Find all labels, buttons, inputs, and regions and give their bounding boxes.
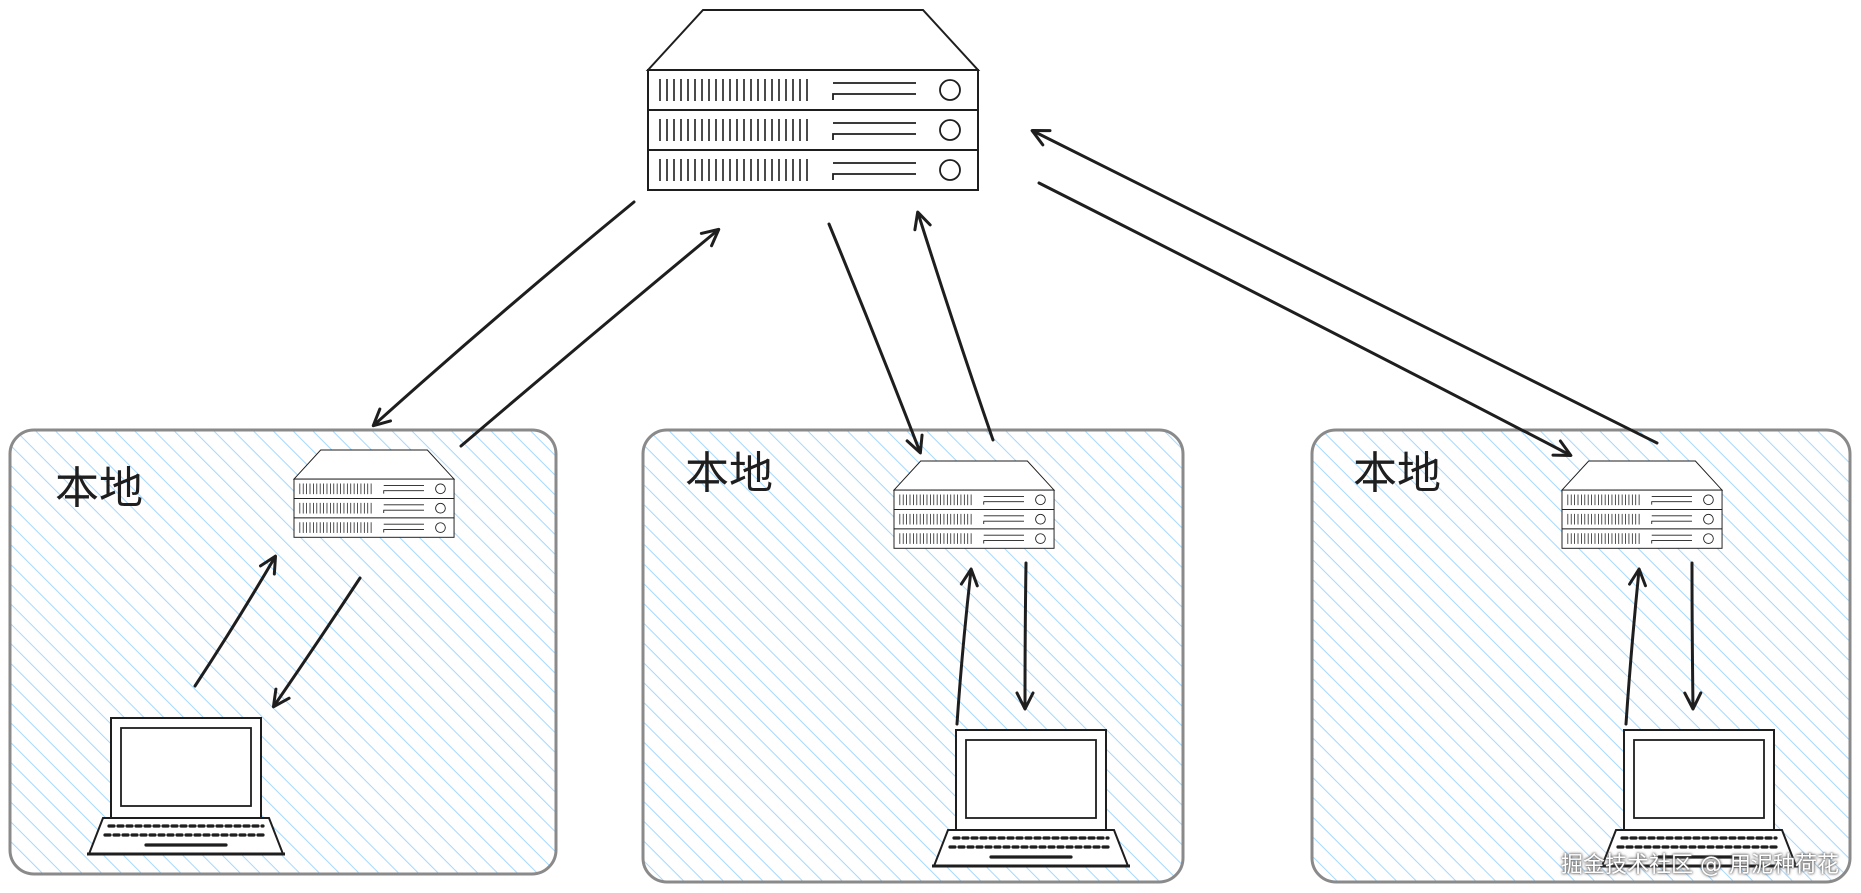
central-server-icon: [648, 10, 978, 190]
arrow-local-1-to-laptop-1: [271, 576, 362, 709]
arrow-central-to-local-2: [827, 222, 924, 455]
laptop-2-icon: [930, 728, 1132, 868]
arrow-local-2-to-central: [913, 210, 995, 442]
local-server-1-icon: [294, 450, 454, 537]
watermark: 掘金技术社区 @ 用泥种荷花: [1561, 853, 1839, 878]
local-server-2-icon: [894, 461, 1054, 548]
zone-label: 本地: [55, 463, 143, 514]
arrow-laptop-2-to-local-2: [955, 567, 979, 726]
zone-1: 本地: [8, 428, 558, 876]
arrow-local-2-to-laptop-2: [1015, 561, 1035, 711]
zone-label: 本地: [685, 448, 773, 499]
local-server-3-icon: [1562, 461, 1722, 548]
arrow-laptop-3-to-local-3: [1624, 567, 1647, 726]
laptop-3-icon: [1598, 728, 1800, 868]
connection-arrows: [193, 129, 1703, 726]
arrow-local-3-to-laptop-3: [1683, 561, 1703, 711]
arrow-laptop-1-to-local-1: [193, 554, 278, 688]
arrow-central-to-local-1: [371, 200, 636, 428]
laptop-1-icon: [85, 716, 287, 856]
arrow-central-to-local-3: [1037, 181, 1573, 457]
arrow-local-3-to-central: [1030, 129, 1659, 445]
zone-label: 本地: [1353, 448, 1441, 499]
arrow-local-1-to-central: [459, 227, 721, 448]
